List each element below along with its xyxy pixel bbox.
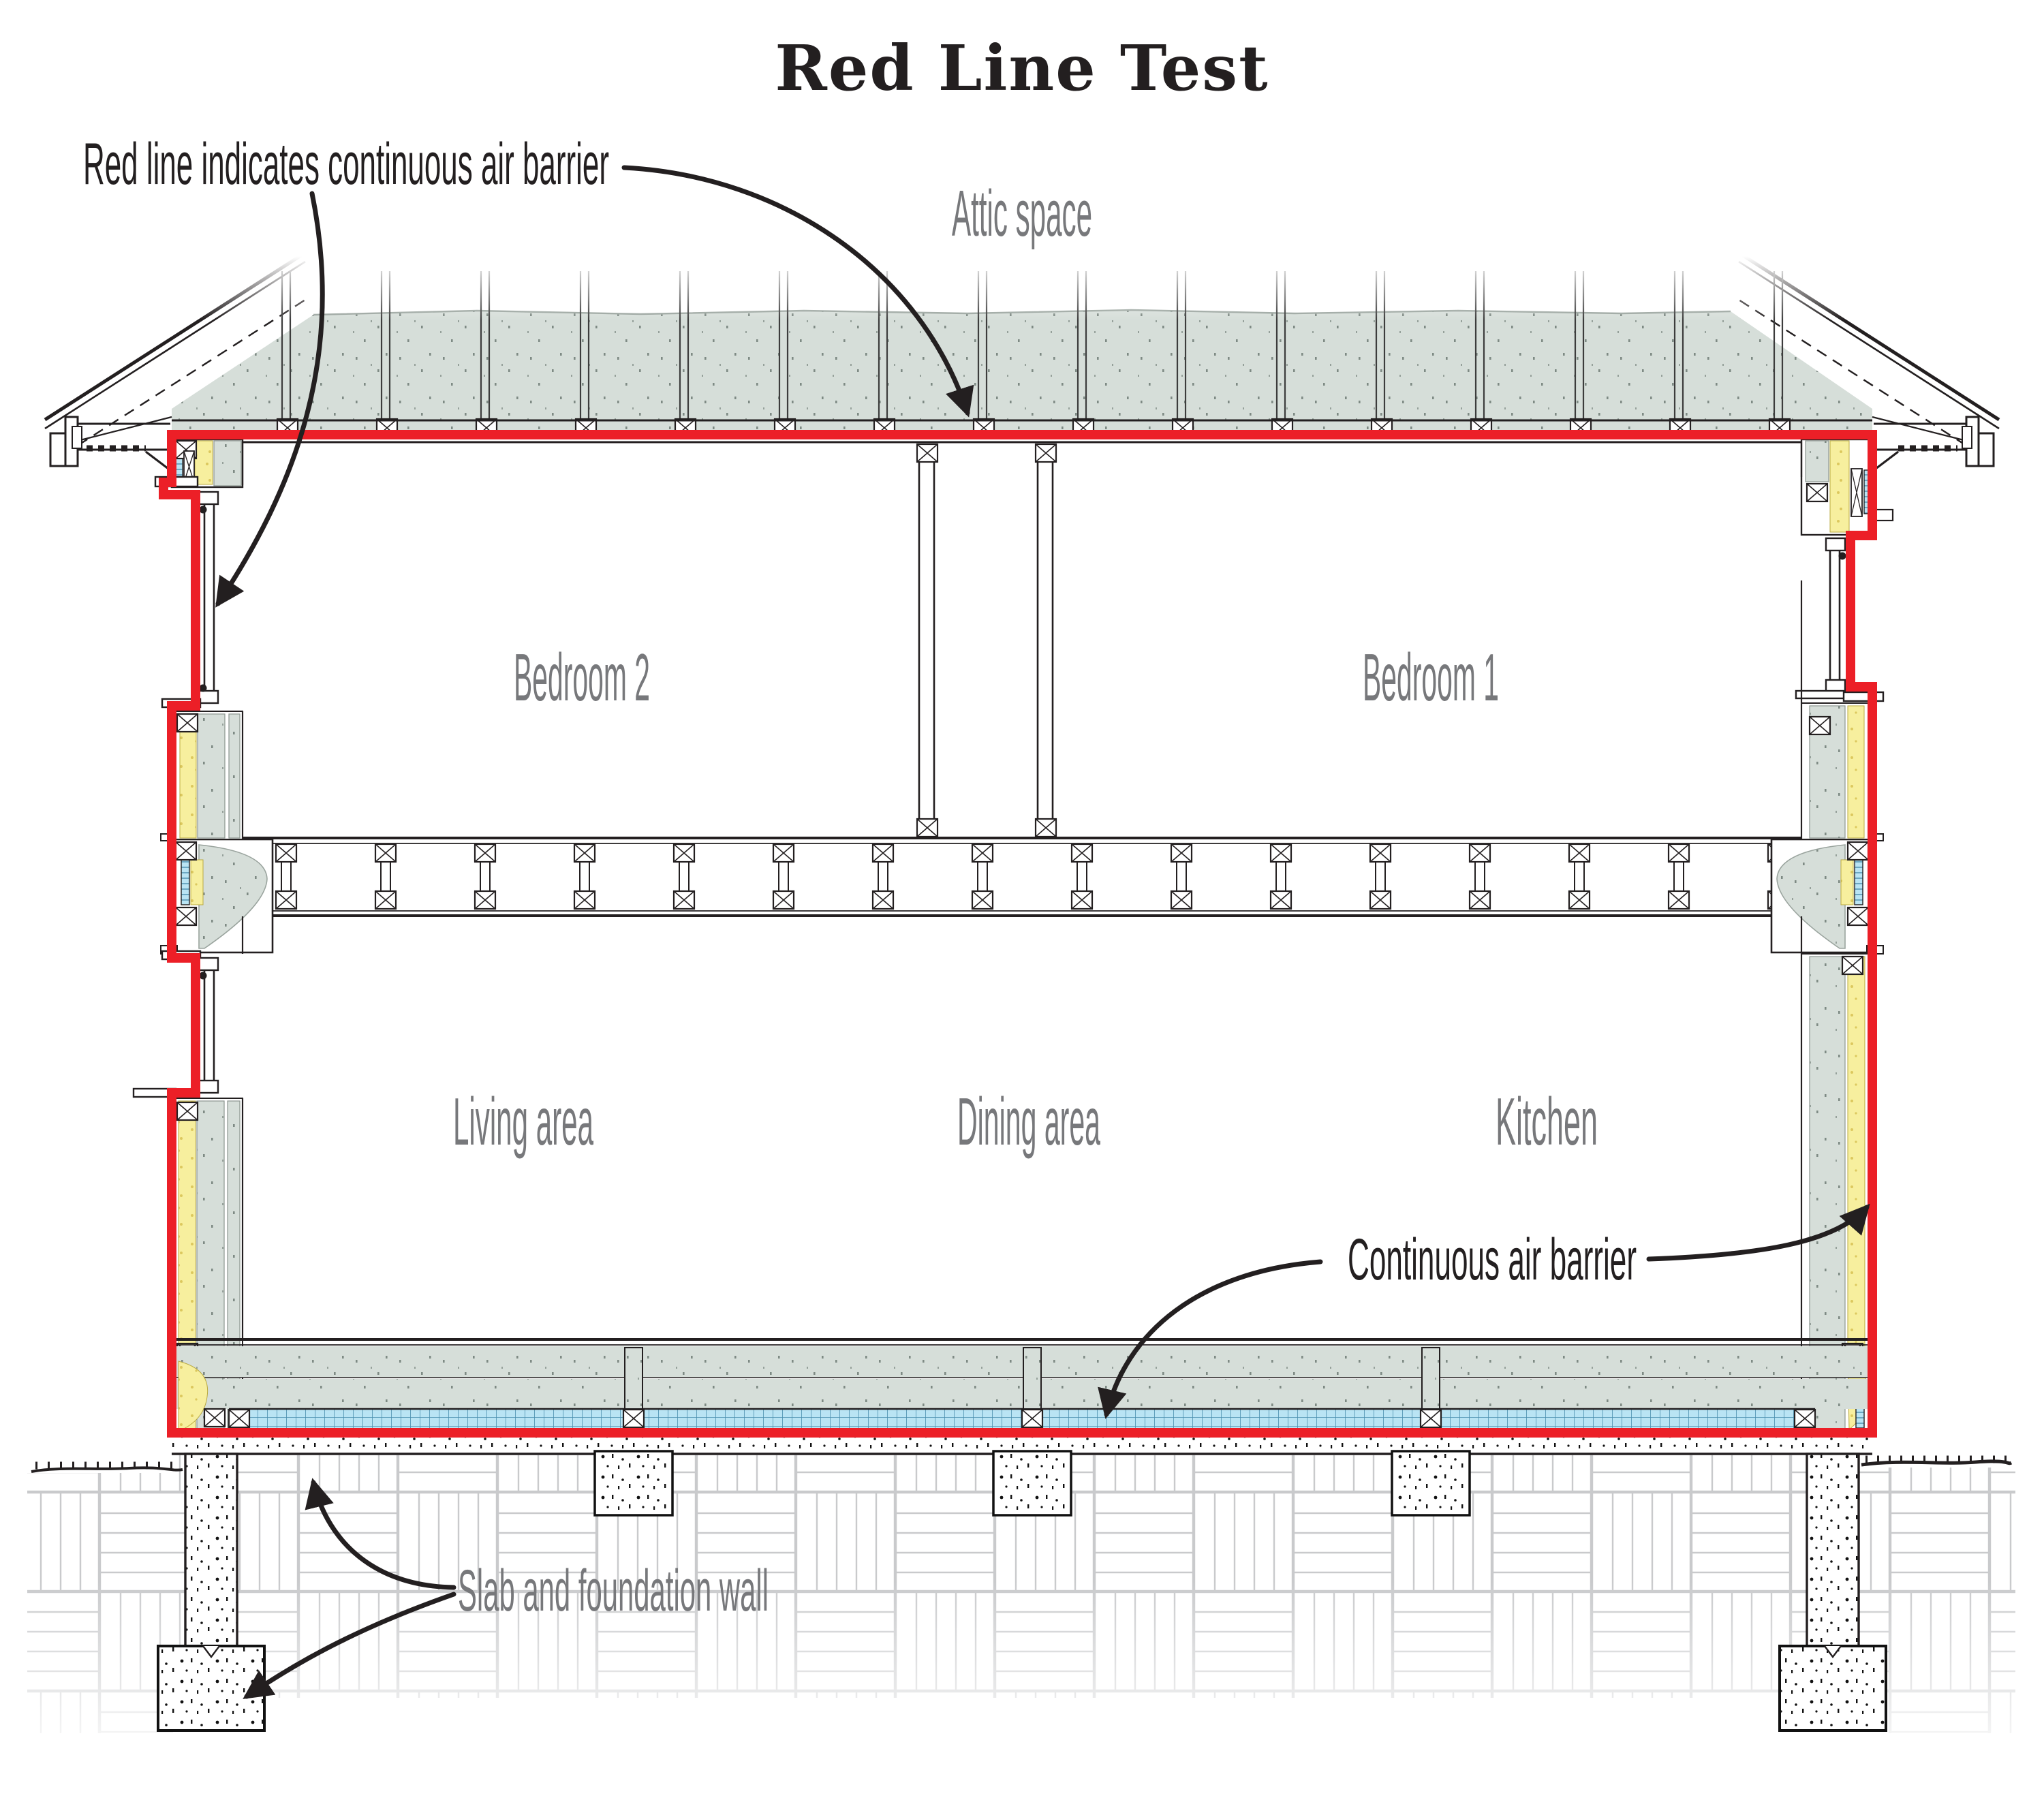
bedroom1-label: Bedroom 1 (1363, 640, 1499, 715)
rim-joist-left (160, 833, 274, 955)
window-left-upper (161, 491, 219, 709)
window-right-upper (1795, 537, 1885, 702)
arrow-to-wall-red-line (215, 191, 325, 608)
left-eave-soffit (49, 416, 170, 470)
diagram-title: Red Line Test (775, 31, 1269, 105)
red-line-note-label: Red line indicates continuous air barrie… (83, 131, 609, 197)
attic-insulation (172, 309, 1872, 431)
arrow-to-foundation-wall (243, 1592, 456, 1699)
grade-line-left (31, 1461, 183, 1473)
foundation-left (157, 1453, 266, 1732)
foundation-right (1778, 1453, 1887, 1732)
arrow-to-slab-base (305, 1478, 456, 1590)
wall-right-2f-solid (1801, 702, 1873, 840)
leader-arrows (215, 165, 1870, 1699)
arrow-to-right-wall-barrier (1646, 1203, 1870, 1262)
attic-space-label: Attic space (952, 177, 1092, 250)
slab-foundation-label: Slab and foundation wall (458, 1558, 769, 1624)
wall-left-2f-solid (171, 711, 243, 840)
thickened-footing (593, 1450, 674, 1517)
kitchen-label: Kitchen (1496, 1084, 1598, 1159)
dining-area-label: Dining area (957, 1084, 1100, 1159)
partition-wall-left (916, 443, 939, 838)
ceiling (172, 419, 1872, 444)
slab-assembly (172, 1338, 1872, 1455)
bottom-fade (0, 1581, 2044, 1778)
partition-wall-right (1034, 443, 1057, 838)
window-left-lower (132, 950, 219, 1098)
bedroom2-label: Bedroom 2 (514, 640, 650, 715)
grade-line-right (1861, 1455, 2013, 1467)
air-barrier-red-line (159, 430, 1877, 1438)
right-eave-soffit (1874, 416, 1995, 470)
floor-joists (276, 844, 1788, 909)
continuous-air-barrier-label: Continuous air barrier (1348, 1227, 1637, 1292)
rim-joist-right (1770, 833, 1884, 955)
thickened-footing (992, 1450, 1072, 1517)
thickened-footing (1391, 1450, 1471, 1517)
top-fade (0, 191, 2044, 327)
arrow-to-slab-barrier (1098, 1259, 1323, 1419)
arrow-to-ceiling-red-line (621, 165, 974, 418)
living-area-label: Living area (453, 1084, 593, 1159)
floor-band (160, 833, 1884, 955)
